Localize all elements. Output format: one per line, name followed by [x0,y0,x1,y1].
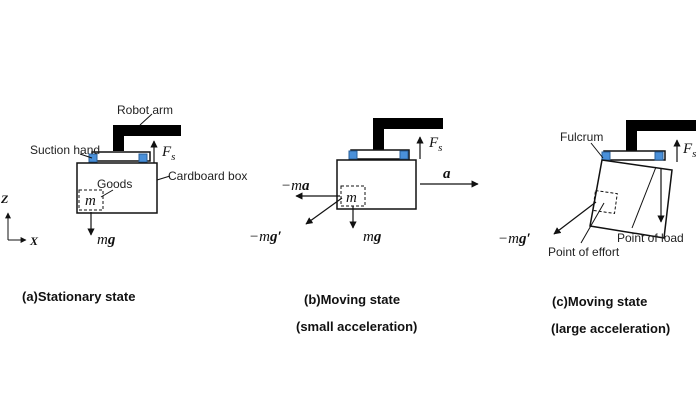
mg-label: mg [97,232,116,248]
neg-mg-prime-label: −mg′ [498,231,531,247]
coordinate-axes: Z X [0,192,39,248]
goods-box [78,189,104,211]
neg-mg-prime-arrow [305,197,343,225]
panel-a: Robot arm Suction hand Fs Cardboard box … [22,103,247,304]
cardboard-box-leader-line [156,175,171,181]
suction-pad-left [348,150,358,160]
robot-arm-label: Robot arm [117,103,173,117]
fs-label: Fs [428,135,442,154]
cardboard-box-label: Cardboard box [168,169,247,183]
suction-pad-right [399,150,409,160]
suction-pad-left [88,153,98,163]
fs-label: Fs [682,141,696,160]
suction-hand-label: Suction hand [30,143,100,157]
x-axis-label: X [29,234,39,248]
caption-c-line1: (c)Moving state [552,294,647,309]
caption-c-line2: (large acceleration) [551,321,670,336]
caption-b-line2: (small acceleration) [296,319,417,334]
robot-arm [113,125,181,151]
cardboard-box [336,159,417,210]
suction-hand-leader-line [79,153,93,159]
panel-c: Fs Fulcrum Point of load −mg′ Point of e… [498,120,696,336]
robot-arm [626,120,696,151]
robot-arm [373,118,443,150]
fs-label: Fs [161,144,175,163]
caption-b-line1: (b)Moving state [304,292,400,307]
goods-mass-label: m [346,190,357,206]
cardboard-box [76,162,158,214]
effort-leader-line [580,202,605,244]
goods-leader-line [100,189,114,198]
neg-mg-prime-arrow [553,201,597,235]
goods-mass-label: m [85,193,96,209]
robot-arm-leader-line [139,113,153,126]
point-of-effort-label: Point of effort [548,245,620,259]
fulcrum-leader-line [590,142,604,159]
mg-label: mg [363,229,382,245]
goods-box [592,190,618,214]
z-axis-label: Z [0,192,9,206]
panel-b: Fs a m −ma −mg′ mg (b)Moving state (smal… [249,118,479,334]
cardboard-box-tilted [589,159,673,239]
suction-pad-right [654,151,664,161]
goods-label: Goods [97,177,132,191]
load-leader-line [631,166,657,229]
a-label: a [443,166,451,182]
suction-pad-left [601,151,611,161]
neg-ma-label: −ma [281,178,310,194]
point-of-load-label: Point of load [617,231,684,245]
caption-a: (a)Stationary state [22,289,135,304]
suction-pad-right [138,153,148,163]
fulcrum-label: Fulcrum [560,130,603,144]
neg-mg-prime-label: −mg′ [249,229,282,245]
